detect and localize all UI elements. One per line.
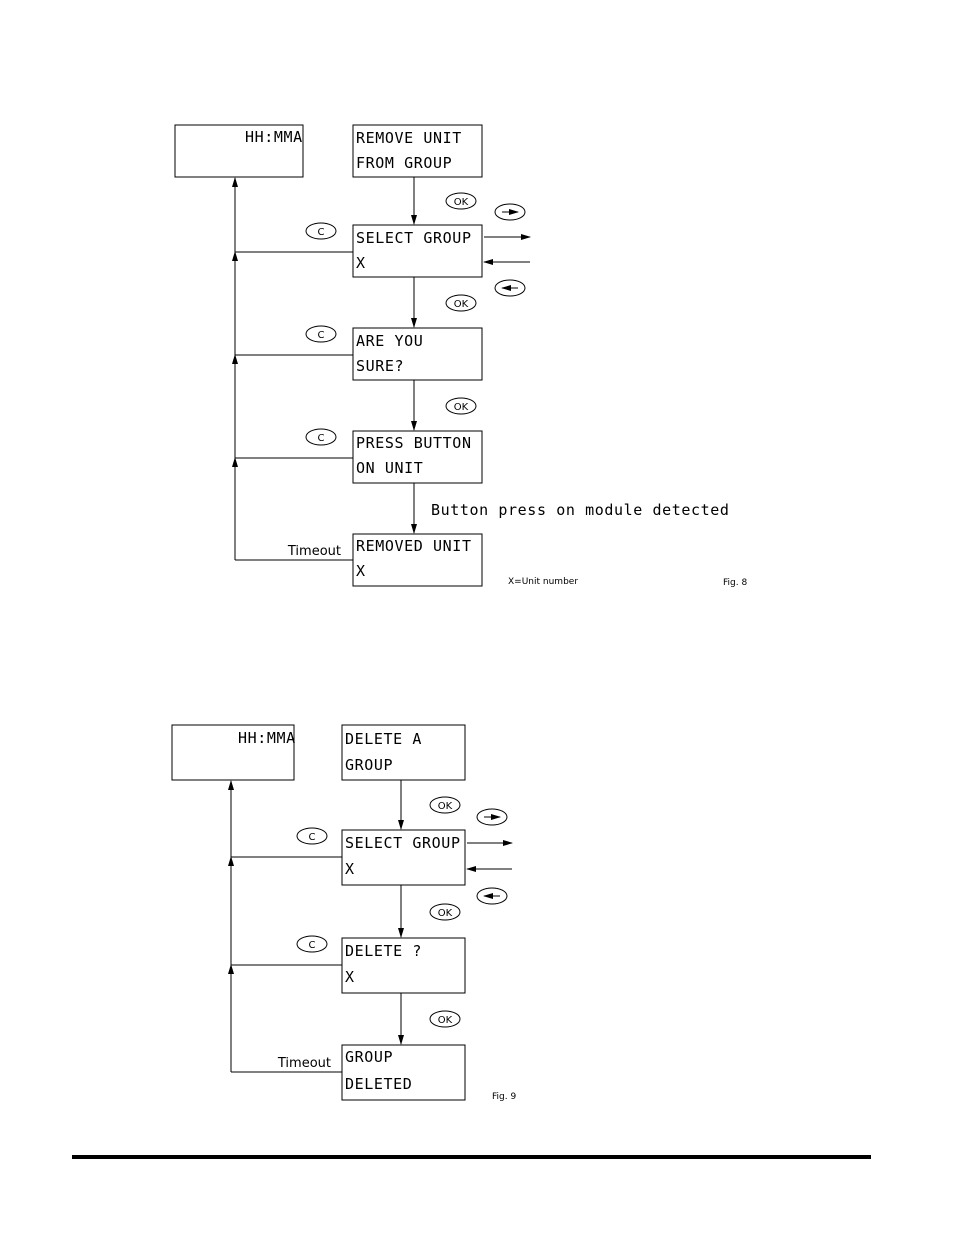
fig9-delete-a-group-line1: DELETE A [345, 730, 422, 748]
fig8-select-group-line2: X [356, 254, 366, 272]
fig8-cancel-3-label: C [318, 433, 325, 444]
fig8-left-button [495, 280, 525, 296]
fig9-cancel-1-label: C [309, 832, 316, 843]
fig9-ok-1: OK [430, 797, 460, 813]
fig8-select-group-line1: SELECT GROUP [356, 229, 472, 247]
fig9-cancel-2-label: C [309, 940, 316, 951]
fig8-remove-unit-line1: REMOVE UNIT [356, 129, 462, 147]
fig8-ok-3: OK [446, 398, 476, 414]
fig9-left-button [477, 888, 507, 904]
fig9-clock-text: HH:MMA [238, 729, 296, 747]
fig9-ok-1-label: OK [438, 801, 453, 812]
fig9-delete-confirm-line2: X [345, 968, 355, 986]
fig9-cancel-1: C [297, 828, 327, 844]
fig8-cancel-3: C [306, 429, 336, 445]
fig8-ok-2: OK [446, 295, 476, 311]
fig9-select-group-line2: X [345, 860, 355, 878]
fig8-button-press-text: Button press on module detected [431, 501, 730, 519]
fig9-fig-label: Fig. 9 [492, 1092, 516, 1102]
fig9-delete-confirm-line1: DELETE ? [345, 942, 422, 960]
fig9-timeout-label: Timeout [277, 1056, 331, 1071]
fig8-ok-3-label: OK [454, 402, 469, 413]
fig8-fig-label: Fig. 8 [723, 578, 747, 588]
fig8-removed-unit-line1: REMOVED UNIT [356, 537, 472, 555]
fig8-press-button-line1: PRESS BUTTON [356, 434, 472, 452]
fig8-cancel-2-label: C [318, 330, 325, 341]
fig9-cancel-2: C [297, 936, 327, 952]
fig9-group-deleted-line2: DELETED [345, 1075, 412, 1093]
fig8-ok-1-label: OK [454, 197, 469, 208]
fig8-are-you-sure-line1: ARE YOU [356, 332, 423, 350]
fig9-select-group-line1: SELECT GROUP [345, 834, 461, 852]
fig8-right-button [495, 204, 525, 220]
figure-9: HH:MMA DELETE A GROUP SELECT GROUP X DEL… [172, 725, 516, 1102]
fig8-timeout-label: Timeout [287, 544, 341, 559]
fig8-cancel-2: C [306, 326, 336, 342]
fig8-press-button-line2: ON UNIT [356, 459, 423, 477]
fig8-cancel-1-label: C [318, 227, 325, 238]
fig9-delete-a-group-line2: GROUP [345, 756, 393, 774]
figure-8: HH:MMA REMOVE UNIT FROM GROUP SELECT GRO… [175, 125, 747, 588]
fig8-removed-unit-line2: X [356, 562, 366, 580]
fig8-remove-unit-line2: FROM GROUP [356, 154, 452, 172]
fig9-ok-2: OK [430, 904, 460, 920]
page-footer-rule [72, 1155, 871, 1159]
fig8-cancel-1: C [306, 223, 336, 239]
fig9-ok-2-label: OK [438, 908, 453, 919]
fig8-clock-text: HH:MMA [245, 128, 303, 146]
fig8-legend: X=Unit number [508, 577, 578, 587]
fig9-group-deleted-line1: GROUP [345, 1048, 393, 1066]
fig8-ok-2-label: OK [454, 299, 469, 310]
fig8-ok-1: OK [446, 193, 476, 209]
fig8-are-you-sure-line2: SURE? [356, 357, 404, 375]
fig9-right-button [477, 809, 507, 825]
fig9-ok-3-label: OK [438, 1015, 453, 1026]
fig9-ok-3: OK [430, 1011, 460, 1027]
